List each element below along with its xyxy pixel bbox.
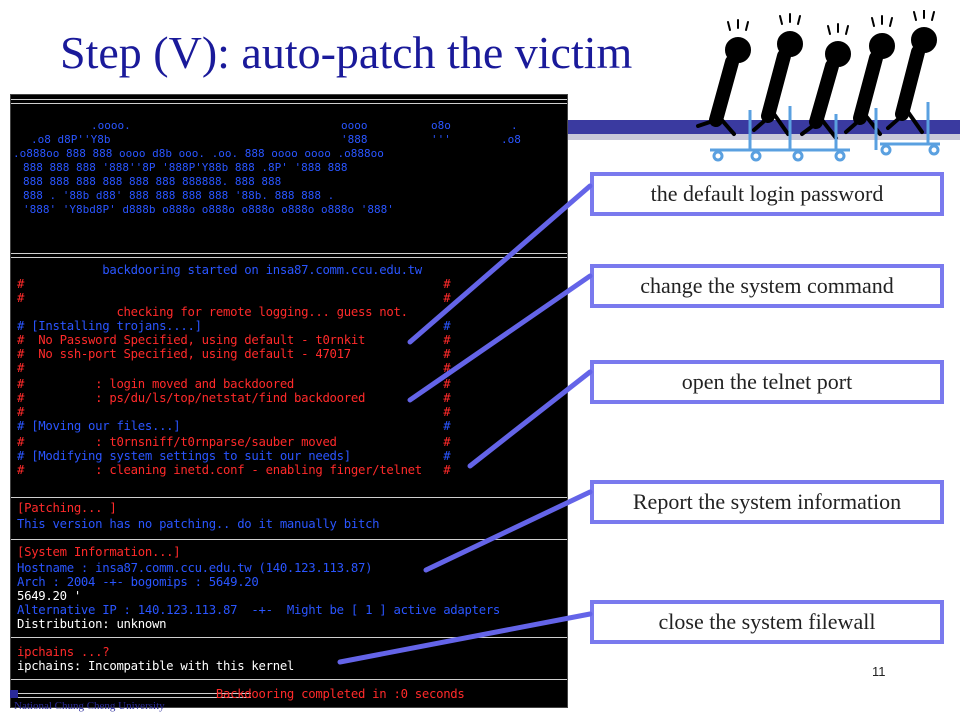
terminal-line: [Patching... ] [17, 501, 117, 515]
terminal-line: # : login moved and backdoored # [17, 377, 451, 391]
terminal-rule [11, 679, 567, 680]
footer-institution: National Chung Cheng University [14, 700, 165, 712]
svg-text:.o8: .o8 [501, 133, 521, 146]
terminal-line: # # [17, 291, 451, 305]
footer-accent [10, 690, 18, 698]
terminal-line: Backdooring completed in :0 seconds [17, 687, 465, 701]
figure-4 [844, 15, 895, 136]
figure-3 [800, 23, 851, 140]
terminal-line: # # [17, 361, 451, 375]
svg-text:'888: '888 [341, 133, 368, 146]
svg-text:.o888oo 888 888 oooo d8b oo: .o888oo 888 888 oooo d8b ooo. .oo. 888 o… [13, 147, 384, 160]
terminal-line: # # [17, 405, 451, 419]
terminal-line: Alternative IP : 140.123.113.87 -+- Migh… [17, 603, 501, 617]
terminal-line: # : ps/du/ls/top/netstat/find backdoored… [17, 391, 451, 405]
svg-text:''': ''' [431, 133, 451, 146]
svg-text:888 888 888 '888''8P '888: 888 888 888 '888''8P '888P'Y88b 888 .8P'… [23, 161, 348, 174]
terminal-line: # : t0rnsniff/t0rnparse/sauber moved # [17, 435, 451, 449]
terminal-line: checking for remote logging... guess not… [17, 305, 408, 319]
running-figures-illustration [696, 10, 940, 162]
terminal-line: [System Information...] [17, 545, 181, 559]
svg-text:.oooo.: .oooo. [91, 119, 131, 132]
callout-open-telnet-port: open the telnet port [590, 360, 944, 404]
header-accent-shadow [560, 134, 960, 140]
terminal-line: # No ssh-port Specified, using default -… [17, 347, 451, 361]
callout-report-system-information: Report the system information [590, 480, 944, 524]
terminal-line: # [Modifying system settings to suit our… [17, 449, 451, 463]
terminal-rule [11, 693, 251, 698]
terminal-line: Distribution: unknown [17, 617, 167, 631]
terminal-line: # No Password Specified, using default -… [17, 333, 451, 347]
svg-text:'888' 'Y8bd8P' d888b o888: '888' 'Y8bd8P' d888b o888o o888o o888o o… [23, 203, 394, 216]
svg-text:888 . '88b d88' 888 888: 888 . '88b d88' 888 888 888 888 '88b. 88… [23, 189, 334, 202]
terminal-line: 5649.20 ' [17, 589, 81, 603]
page-number: 11 [872, 664, 886, 679]
ascii-banner: .oooo. oooo o8o. .o8 d8P''Y8b '888 ''' .o8 .o… [13, 119, 521, 216]
terminal-line: ipchains: Incompatible with this kernel [17, 659, 295, 673]
terminal-line: Hostname : insa87.comm.ccu.edu.tw (140.1… [17, 561, 373, 575]
figure-5 [886, 10, 937, 134]
terminal-window: .oooo. oooo o8o. .o8 d8P''Y8b '888 ''' .o8 .o… [10, 94, 568, 708]
callout-close-system-firewall: close the system filewall [590, 600, 944, 644]
callout-change-system-command: change the system command [590, 264, 944, 308]
terminal-line: Arch : 2004 -+- bogomips : 5649.20 [17, 575, 259, 589]
terminal-rule [11, 99, 567, 104]
svg-text:oooo: oooo [341, 119, 368, 132]
terminal-line: This version has no patching.. do it man… [17, 517, 380, 531]
callout-default-login-password: the default login password [590, 172, 944, 216]
terminal-line: # # [17, 277, 451, 291]
terminal-rule [11, 539, 567, 540]
terminal-rule [11, 253, 567, 258]
terminal-line: # [Installing trojans....] # [17, 319, 451, 333]
terminal-line: # : cleaning inetd.conf - enabling finge… [17, 463, 451, 477]
terminal-rule [11, 637, 567, 638]
terminal-line: ipchains ...? [17, 645, 110, 659]
terminal-line: backdooring started on insa87.comm.ccu.e… [17, 263, 422, 277]
svg-text:o8o: o8o [431, 119, 451, 132]
svg-text:888 888 888 888 888: 888 888 888 888 888 888 888888. 888 888 [23, 175, 281, 188]
terminal-line: # [Moving our files...] # [17, 419, 451, 433]
terminal-rule [11, 497, 567, 498]
svg-text:.: . [511, 119, 518, 132]
slide-title: Step (V): auto-patch the victim [60, 27, 633, 78]
svg-text:.o8 d8P''Y8b: .o8 d8P''Y8b [31, 133, 110, 146]
figure-2 [752, 13, 803, 136]
figure-1 [696, 19, 751, 136]
